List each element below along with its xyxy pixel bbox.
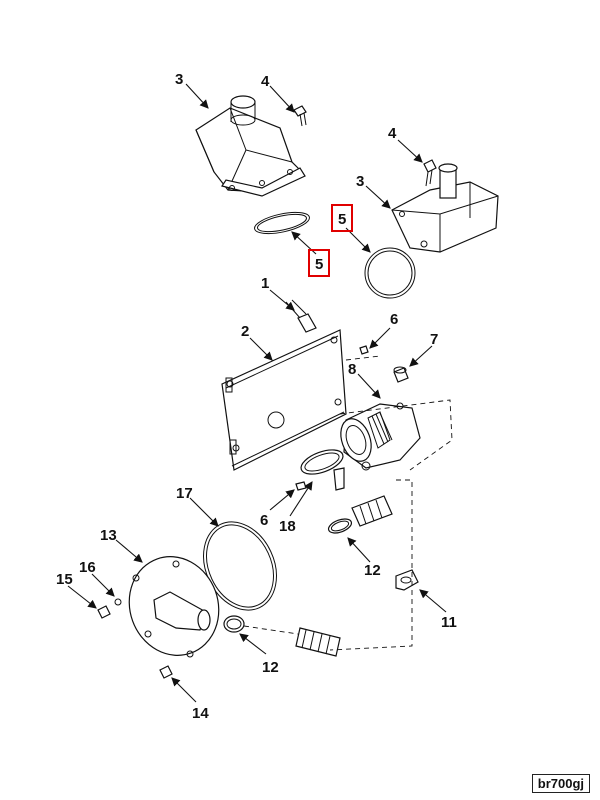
callout-12-lower: 12	[262, 659, 279, 676]
leader-lines	[67, 83, 447, 703]
highlight-box-5a	[308, 249, 330, 277]
o-ring-upper-right	[364, 247, 416, 299]
callout-11: 11	[441, 614, 457, 631]
hose-clip	[395, 569, 419, 591]
callout-4-upper-right: 4	[388, 125, 397, 142]
assembly-centerlines	[243, 355, 453, 651]
o-ring-upper-left	[254, 211, 310, 235]
standoff-spacer	[285, 299, 317, 333]
callout-1: 1	[261, 275, 269, 292]
callout-16: 16	[79, 559, 96, 576]
hose-segment	[351, 495, 393, 527]
blower-motor	[340, 402, 421, 471]
inlet-housing-upper-right	[391, 163, 499, 253]
cover-plate	[128, 556, 220, 658]
highlight-box-5b	[331, 204, 353, 232]
callout-14: 14	[192, 705, 209, 722]
screw-15	[97, 605, 111, 619]
callout-4-upper-left: 4	[261, 73, 270, 90]
callout-5-upper-right: 5	[338, 211, 346, 228]
callout-17: 17	[176, 485, 193, 502]
bellows-hose	[295, 627, 341, 657]
mounting-plate	[221, 329, 347, 471]
callout-6-upper: 6	[390, 311, 398, 328]
hose-clamp-large	[300, 449, 345, 491]
figure-id-label: br700gj	[531, 774, 590, 793]
callout-5-upper-left: 5	[315, 256, 323, 273]
callout-2: 2	[241, 323, 249, 340]
hose-clamp-small-lower	[223, 615, 245, 633]
callout-7: 7	[430, 331, 438, 348]
callout-8: 8	[348, 361, 356, 378]
callout-18: 18	[279, 518, 296, 535]
screw-14	[159, 665, 173, 679]
cap-nut	[393, 366, 409, 383]
screw-upper	[359, 345, 369, 355]
screw-lower	[295, 481, 307, 491]
callout-13: 13	[100, 527, 117, 544]
callout-3-upper-left: 3	[175, 71, 183, 88]
callout-6-lower: 6	[260, 512, 268, 529]
bolt-upper-left	[293, 105, 307, 127]
bolt-upper-right	[423, 159, 437, 187]
inlet-housing-upper-left	[195, 95, 306, 197]
callout-15: 15	[56, 571, 73, 588]
hose-clamp-small-upper	[327, 518, 353, 534]
washer-16	[114, 598, 122, 606]
callout-3-upper-right: 3	[356, 173, 364, 190]
callout-12-upper: 12	[364, 562, 381, 579]
